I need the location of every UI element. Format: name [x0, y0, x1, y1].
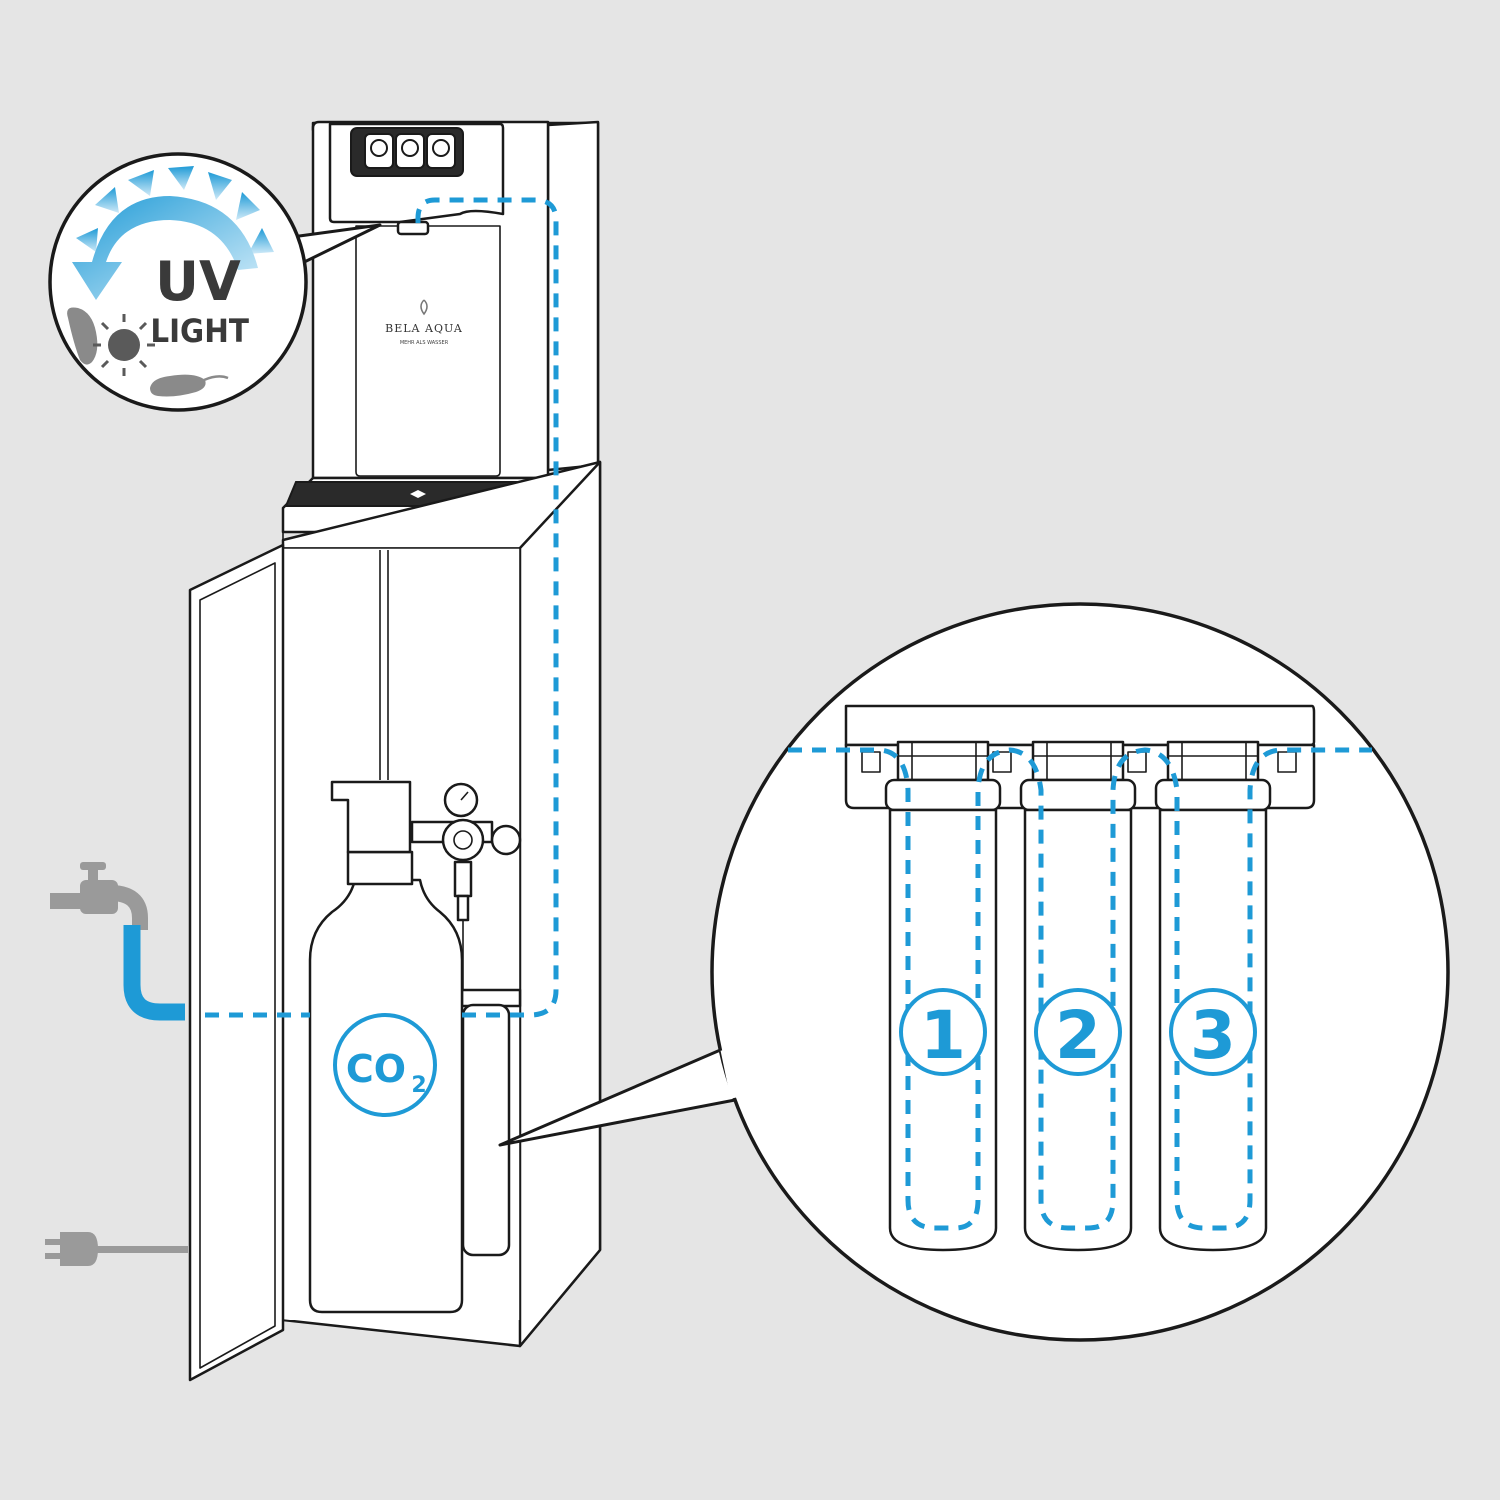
- filter-callout: 1 2 3: [498, 602, 1450, 1342]
- co2-subscript: 2: [411, 1073, 426, 1098]
- cabinet-door: [188, 543, 285, 1382]
- brand-leaf-icon: [420, 299, 428, 316]
- uv-label: UV: [155, 250, 241, 313]
- filter-flow-path: [788, 747, 1372, 1231]
- water-flow-path: [205, 197, 559, 1018]
- filter-stage-3: 3: [1169, 988, 1257, 1076]
- brand-name: BELA AQUA: [385, 322, 463, 335]
- svg-text:2: 2: [1055, 997, 1101, 1074]
- co2-bottle: CO 2: [308, 780, 522, 1314]
- bacteria-icon: [67, 307, 229, 397]
- co2-label: CO: [346, 1047, 406, 1091]
- regulator: [441, 818, 485, 862]
- co2-valve: [330, 780, 412, 854]
- brand-tagline: MEHR ALS WASSER: [400, 340, 449, 346]
- uv-callout: UV LIGHT: [48, 152, 382, 412]
- power-plug-icon: [45, 1232, 188, 1266]
- pressure-gauge-2: [490, 824, 522, 856]
- co2-badge: [333, 1013, 437, 1117]
- filter-stage-1: 1: [899, 988, 987, 1076]
- svg-text:1: 1: [920, 997, 966, 1074]
- water-tap-icon: [50, 862, 185, 1021]
- dispenser-buttons: [350, 127, 464, 177]
- front-panel: [355, 225, 501, 477]
- filter-stage-2: 2: [1034, 988, 1122, 1076]
- uv-light-label: LIGHT: [150, 313, 249, 350]
- svg-text:3: 3: [1190, 997, 1236, 1074]
- dispenser-nozzle: [396, 220, 430, 236]
- uv-rays-icon: [76, 166, 274, 254]
- virus-icon: [93, 314, 155, 376]
- uv-arrow-icon: [72, 196, 258, 300]
